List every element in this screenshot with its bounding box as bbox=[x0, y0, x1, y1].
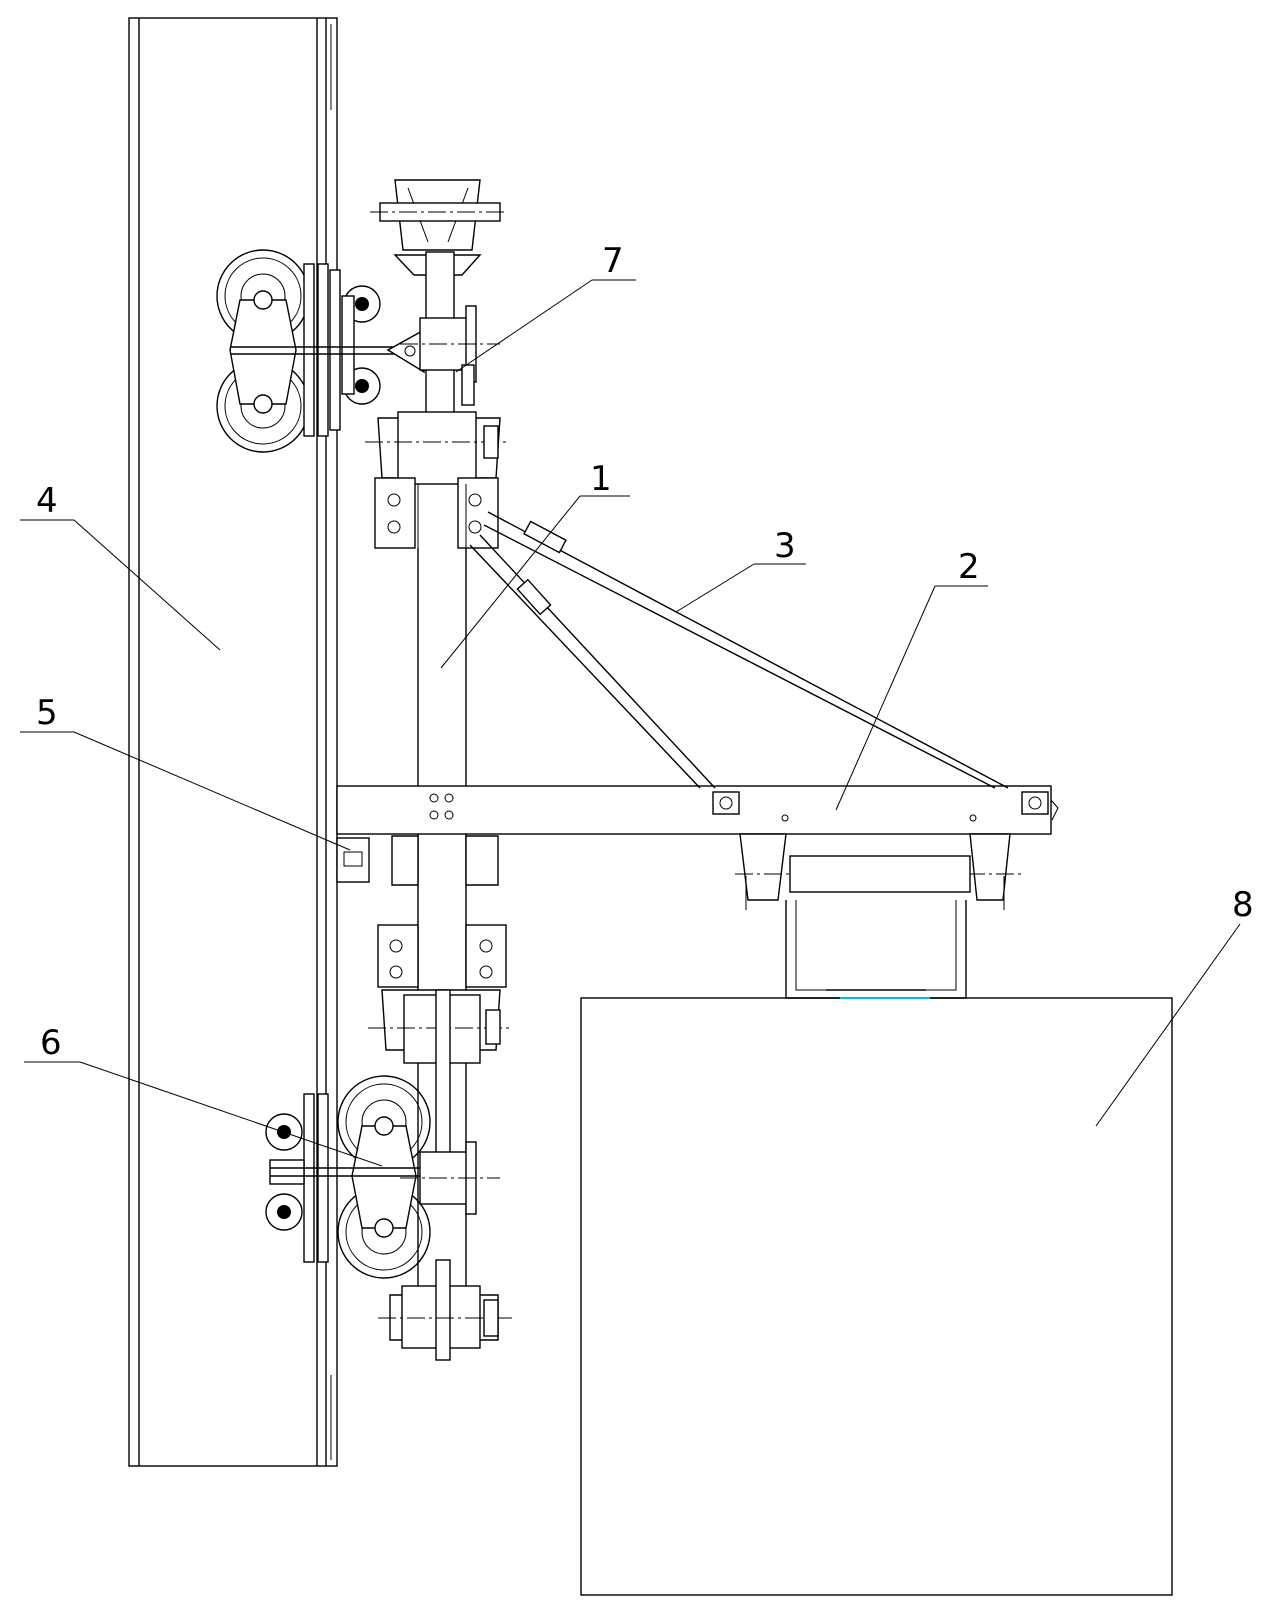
callout-3: 3 bbox=[774, 526, 796, 566]
callout-5: 5 bbox=[36, 693, 58, 733]
callout-labels: 1 2 3 4 5 6 7 8 bbox=[36, 241, 1254, 1063]
callout-4: 4 bbox=[36, 481, 58, 521]
upper-trunnion bbox=[365, 411, 510, 549]
horizontal-arm bbox=[336, 785, 1059, 835]
arm-trolley bbox=[735, 833, 1022, 999]
lower-roller-assembly bbox=[265, 1075, 500, 1279]
leader-lines bbox=[20, 279, 1241, 1167]
arm-clamp bbox=[336, 833, 499, 886]
callout-8: 8 bbox=[1232, 885, 1254, 925]
upper-post-assembly bbox=[370, 179, 505, 433]
callout-1: 1 bbox=[590, 459, 612, 499]
diagonal-braces bbox=[469, 511, 1009, 789]
upper-roller-assembly bbox=[216, 249, 425, 453]
lower-trunnion bbox=[368, 924, 510, 1181]
callout-6: 6 bbox=[40, 1023, 62, 1063]
callout-7: 7 bbox=[602, 241, 624, 281]
bottom-foot bbox=[378, 1259, 514, 1361]
load-box bbox=[580, 997, 1173, 1596]
callout-2: 2 bbox=[958, 547, 980, 587]
